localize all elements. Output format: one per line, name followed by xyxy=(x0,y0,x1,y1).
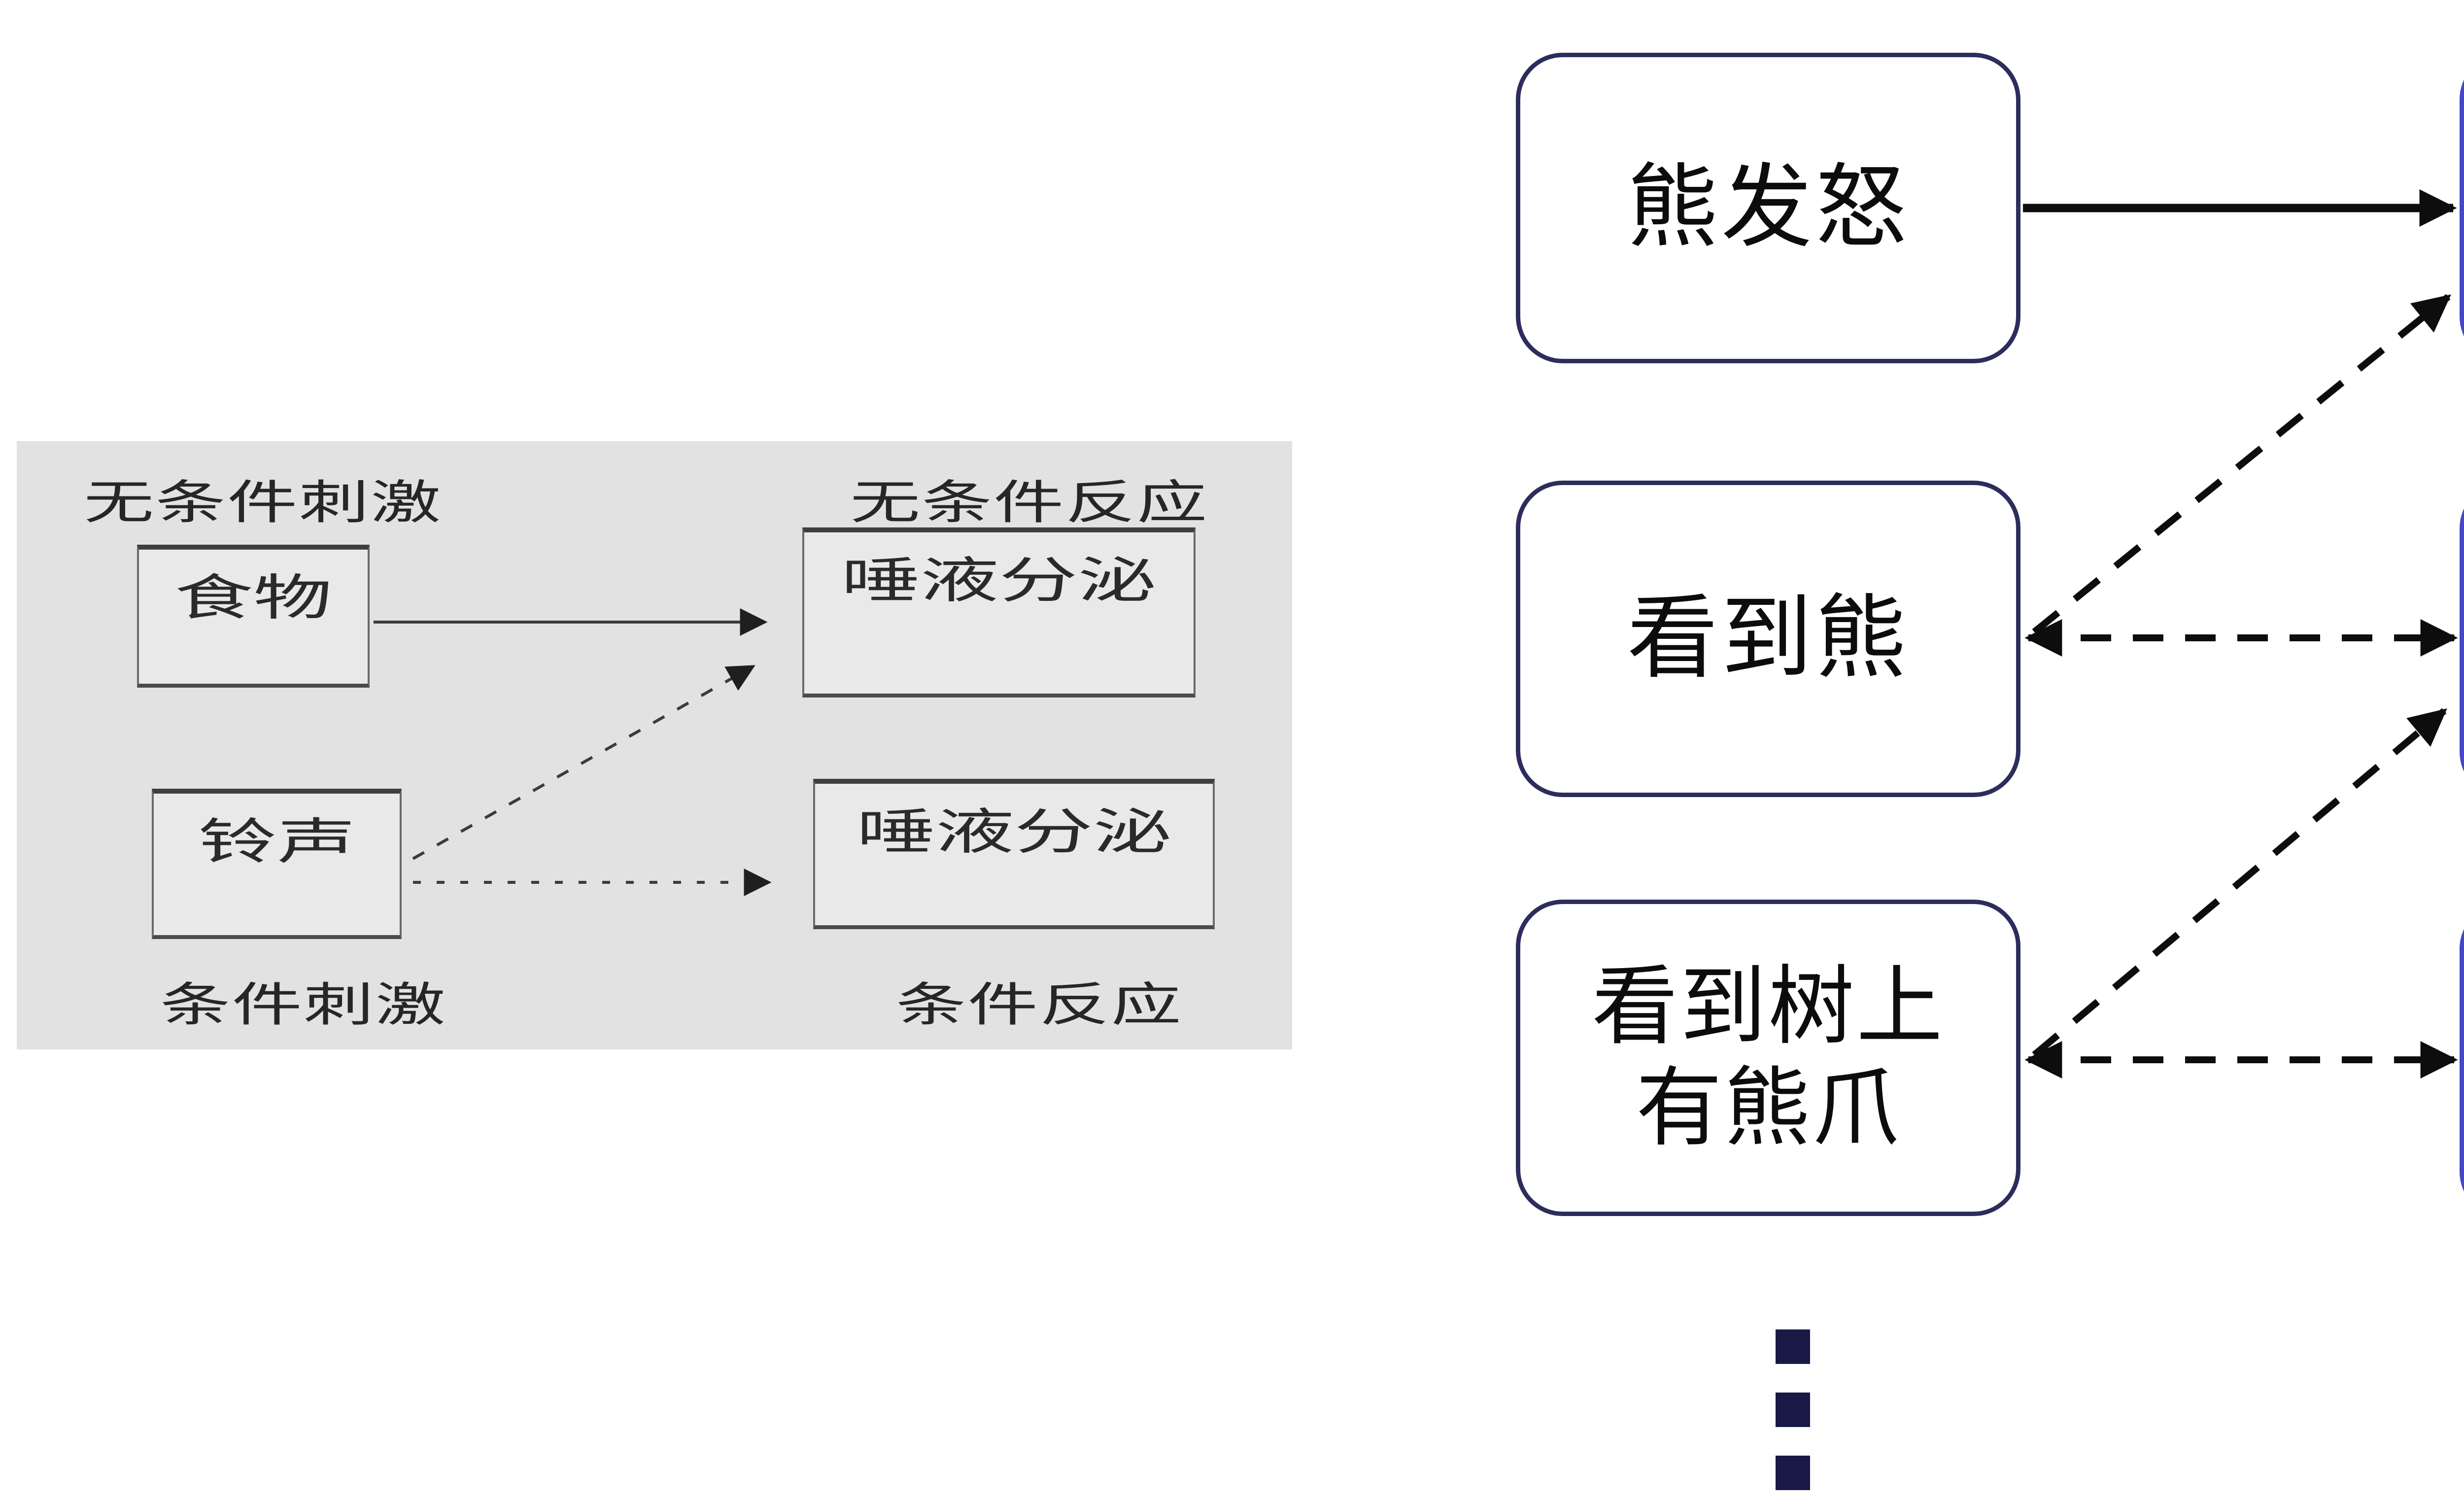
box-salivation-top: 唾液分泌 xyxy=(802,527,1196,697)
box-see-claw-label: 看到树上 有熊爪 xyxy=(1592,956,1945,1160)
box-salivation-bottom-label: 唾液分泌 xyxy=(856,804,1172,860)
box-salivation-top-label: 唾液分泌 xyxy=(841,553,1157,608)
ellipsis-left-dot-2 xyxy=(1776,1393,1810,1427)
box-see-bear-label: 看到熊 xyxy=(1627,588,1910,690)
box-bear-angry: 熊发怒 xyxy=(1516,53,2020,363)
ellipsis-left-dot-3 xyxy=(1776,1456,1810,1490)
label-unconditioned-stimulus: 无条件刺激 xyxy=(84,477,443,529)
box-see-bear: 看到熊 xyxy=(1516,481,2020,797)
ellipsis-left-dot-1 xyxy=(1776,1329,1810,1364)
classical-conditioning-panel: 无条件刺激 无条件反应 食物 唾液分泌 铃声 唾液分泌 条件刺激 条件反应 xyxy=(17,441,1292,1049)
box-v-current: V(s) xyxy=(2460,902,2464,1219)
box-see-claw-line1: 看到树上 xyxy=(1592,958,1945,1055)
box-bell: 铃声 xyxy=(152,789,402,939)
label-conditioned-stimulus: 条件刺激 xyxy=(160,979,447,1031)
box-food: 食物 xyxy=(137,545,370,688)
box-v-next: V(s′) xyxy=(2460,482,2464,799)
box-bear-angry-label: 熊发怒 xyxy=(1627,157,1910,259)
label-unconditioned-response: 无条件反应 xyxy=(850,477,1209,529)
box-reward: 奖励 xyxy=(2460,53,2464,363)
box-salivation-bottom: 唾液分泌 xyxy=(813,779,1215,929)
arrow-see-bear-to-reward-dashed xyxy=(2032,294,2451,635)
label-conditioned-response: 条件反应 xyxy=(896,979,1183,1031)
box-bell-label: 铃声 xyxy=(198,814,356,870)
box-see-claw: 看到树上 有熊爪 xyxy=(1516,900,2020,1216)
arrow-see-claw-to-v-next-dashed xyxy=(2032,708,2447,1058)
box-food-label: 食物 xyxy=(174,570,332,626)
box-see-claw-line2: 有熊爪 xyxy=(1636,1060,1901,1156)
